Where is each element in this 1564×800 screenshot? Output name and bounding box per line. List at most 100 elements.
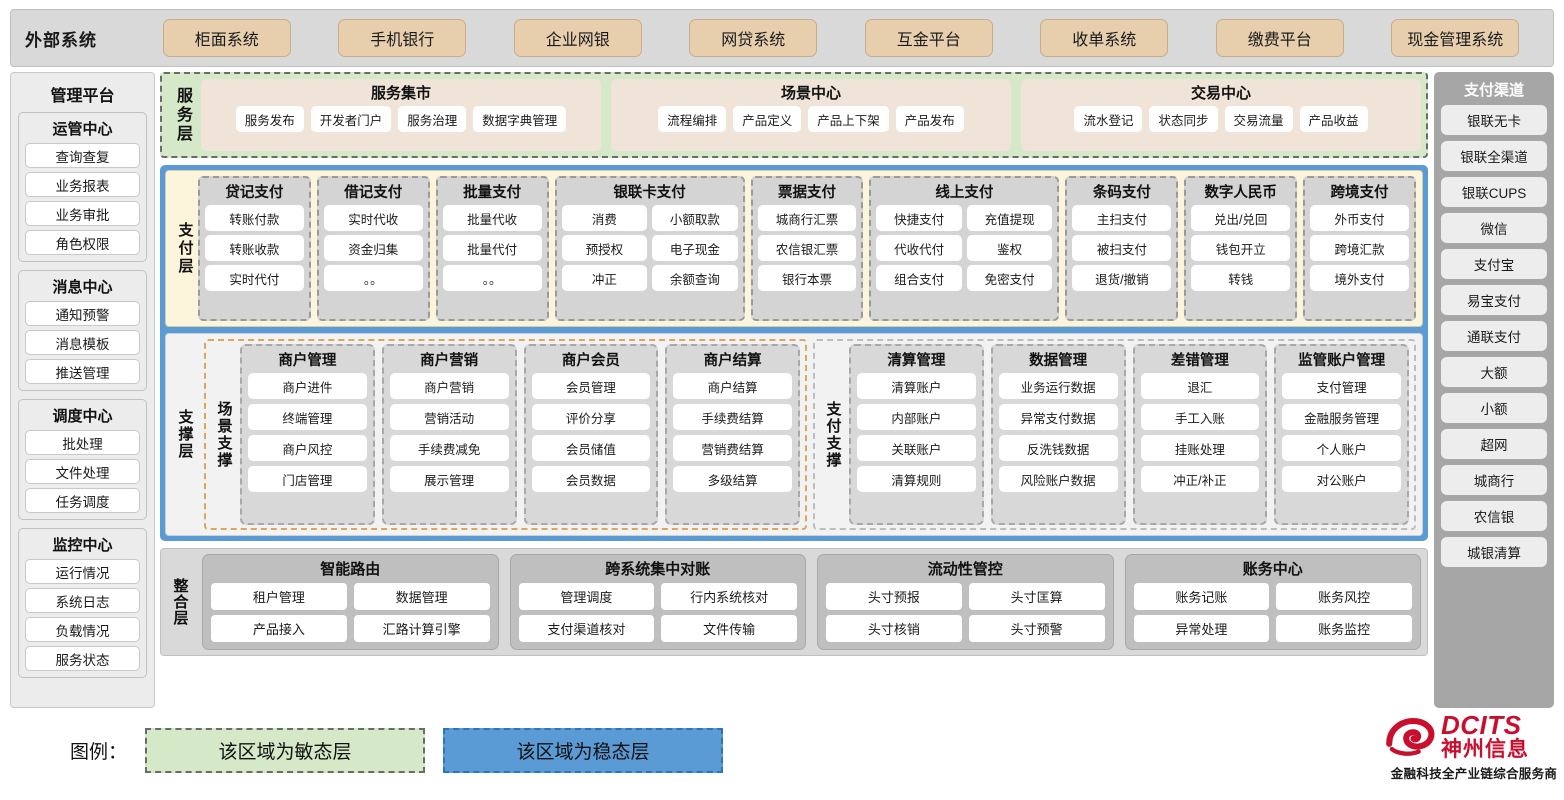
external-system-item[interactable]: 柜面系统 <box>162 19 291 57</box>
payment-item[interactable]: 兑出/兑回 <box>1191 205 1291 231</box>
support-item[interactable]: 手续费结算 <box>673 404 792 430</box>
management-item[interactable]: 消息模板 <box>25 330 140 355</box>
support-item[interactable]: 支付管理 <box>1282 373 1401 399</box>
integration-item[interactable]: 管理调度 <box>518 583 655 610</box>
integration-item[interactable]: 异常处理 <box>1133 615 1270 642</box>
payment-channel-item[interactable]: 银联全渠道 <box>1441 141 1547 171</box>
service-item[interactable]: 产品上下架 <box>808 106 889 132</box>
service-item[interactable]: 流水登记 <box>1074 106 1143 132</box>
support-item[interactable]: 终端管理 <box>248 404 367 430</box>
payment-channel-item[interactable]: 大额 <box>1441 357 1547 387</box>
payment-item[interactable]: 转钱 <box>1191 265 1291 291</box>
payment-item[interactable]: 被扫支付 <box>1072 235 1172 261</box>
service-item[interactable]: 状态同步 <box>1149 106 1218 132</box>
integration-item[interactable]: 行内系统核对 <box>661 583 797 610</box>
payment-item[interactable]: 钱包开立 <box>1191 235 1291 261</box>
payment-item[interactable]: 退货/撤销 <box>1072 265 1172 291</box>
payment-item[interactable]: 实时代收 <box>323 205 423 231</box>
integration-item[interactable]: 账务记账 <box>1133 583 1270 610</box>
support-item[interactable]: 风险账户数据 <box>998 466 1118 492</box>
management-item[interactable]: 通知预警 <box>25 301 140 326</box>
payment-item[interactable]: 城商行汇票 <box>757 205 857 231</box>
payment-item[interactable]: 转账收款 <box>205 235 304 261</box>
payment-item[interactable]: 余额查询 <box>652 265 738 291</box>
external-system-item[interactable]: 互金平台 <box>864 19 993 57</box>
support-item[interactable]: 退汇 <box>1140 373 1260 399</box>
payment-item[interactable]: 。。 <box>323 265 423 291</box>
service-item[interactable]: 数据字典管理 <box>473 106 567 132</box>
service-item[interactable]: 服务治理 <box>398 106 467 132</box>
integration-item[interactable]: 头寸核销 <box>826 615 962 642</box>
management-item[interactable]: 查询查复 <box>25 143 140 168</box>
support-item[interactable]: 内部账户 <box>857 404 976 430</box>
external-system-item[interactable]: 现金管理系统 <box>1391 19 1520 57</box>
integration-item[interactable]: 汇路计算引擎 <box>353 615 490 642</box>
payment-channel-item[interactable]: 通联支付 <box>1441 321 1547 351</box>
external-system-item[interactable]: 网贷系统 <box>689 19 818 57</box>
service-item[interactable]: 交易流量 <box>1224 106 1293 132</box>
payment-channel-item[interactable]: 支付宝 <box>1441 249 1547 279</box>
payment-item[interactable]: 批量代付 <box>442 235 542 261</box>
support-item[interactable]: 门店管理 <box>248 466 367 492</box>
management-item[interactable]: 文件处理 <box>25 459 140 484</box>
support-item[interactable]: 商户进件 <box>248 373 367 399</box>
support-item[interactable]: 异常支付数据 <box>998 404 1118 430</box>
support-item[interactable]: 营销活动 <box>389 404 509 430</box>
integration-item[interactable]: 文件传输 <box>661 615 797 642</box>
support-item[interactable]: 展示管理 <box>389 466 509 492</box>
payment-item[interactable]: 实时代付 <box>205 265 304 291</box>
support-item[interactable]: 个人账户 <box>1282 435 1401 461</box>
payment-item[interactable]: 境外支付 <box>1310 265 1409 291</box>
integration-item[interactable]: 账务风控 <box>1276 583 1412 610</box>
payment-item[interactable]: 小额取款 <box>652 205 738 231</box>
support-item[interactable]: 金融服务管理 <box>1282 404 1401 430</box>
support-item[interactable]: 评价分享 <box>531 404 651 430</box>
support-item[interactable]: 商户营销 <box>389 373 509 399</box>
payment-item[interactable]: 农信银汇票 <box>757 235 857 261</box>
payment-channel-item[interactable]: 银联无卡 <box>1441 105 1547 135</box>
support-item[interactable]: 冲正/补正 <box>1140 466 1260 492</box>
service-item[interactable]: 服务发布 <box>235 106 304 132</box>
payment-item[interactable]: 冲正 <box>561 265 648 291</box>
payment-channel-item[interactable]: 易宝支付 <box>1441 285 1547 315</box>
support-item[interactable]: 关联账户 <box>857 435 976 461</box>
management-item[interactable]: 批处理 <box>25 430 140 455</box>
payment-channel-item[interactable]: 超网 <box>1441 429 1547 459</box>
payment-channel-item[interactable]: 城商行 <box>1441 465 1547 495</box>
payment-item[interactable]: 代收代付 <box>876 235 962 261</box>
external-system-item[interactable]: 企业网银 <box>513 19 642 57</box>
payment-item[interactable]: 消费 <box>561 205 648 231</box>
management-item[interactable]: 业务审批 <box>25 201 140 226</box>
payment-item[interactable]: 快捷支付 <box>876 205 962 231</box>
support-item[interactable]: 反洗钱数据 <box>998 435 1118 461</box>
management-item[interactable]: 任务调度 <box>25 488 140 513</box>
payment-item[interactable]: 充值提现 <box>966 205 1053 231</box>
payment-item[interactable]: 主扫支付 <box>1072 205 1172 231</box>
service-item[interactable]: 产品发布 <box>895 106 964 132</box>
integration-item[interactable]: 头寸预报 <box>826 583 962 610</box>
payment-channel-item[interactable]: 银联CUPS <box>1441 177 1547 207</box>
support-item[interactable]: 商户结算 <box>673 373 792 399</box>
payment-item[interactable]: 免密支付 <box>966 265 1053 291</box>
payment-channel-item[interactable]: 小额 <box>1441 393 1547 423</box>
service-item[interactable]: 产品定义 <box>733 106 802 132</box>
integration-item[interactable]: 产品接入 <box>211 615 347 642</box>
management-item[interactable]: 服务状态 <box>25 646 140 671</box>
payment-channel-item[interactable]: 农信银 <box>1441 501 1547 531</box>
payment-item[interactable]: 。。 <box>442 265 542 291</box>
payment-item[interactable]: 外币支付 <box>1310 205 1409 231</box>
integration-item[interactable]: 租户管理 <box>211 583 347 610</box>
payment-item[interactable]: 资金归集 <box>323 235 423 261</box>
support-item[interactable]: 业务运行数据 <box>998 373 1118 399</box>
payment-item[interactable]: 银行本票 <box>757 265 857 291</box>
support-item[interactable]: 多级结算 <box>673 466 792 492</box>
management-item[interactable]: 推送管理 <box>25 359 140 384</box>
payment-item[interactable]: 电子现金 <box>652 235 738 261</box>
management-item[interactable]: 运行情况 <box>25 559 140 584</box>
support-item[interactable]: 挂账处理 <box>1140 435 1260 461</box>
service-item[interactable]: 产品收益 <box>1299 106 1368 132</box>
support-item[interactable]: 会员储值 <box>531 435 651 461</box>
support-item[interactable]: 清算账户 <box>857 373 976 399</box>
payment-item[interactable]: 预授权 <box>561 235 648 261</box>
external-system-item[interactable]: 手机银行 <box>338 19 467 57</box>
